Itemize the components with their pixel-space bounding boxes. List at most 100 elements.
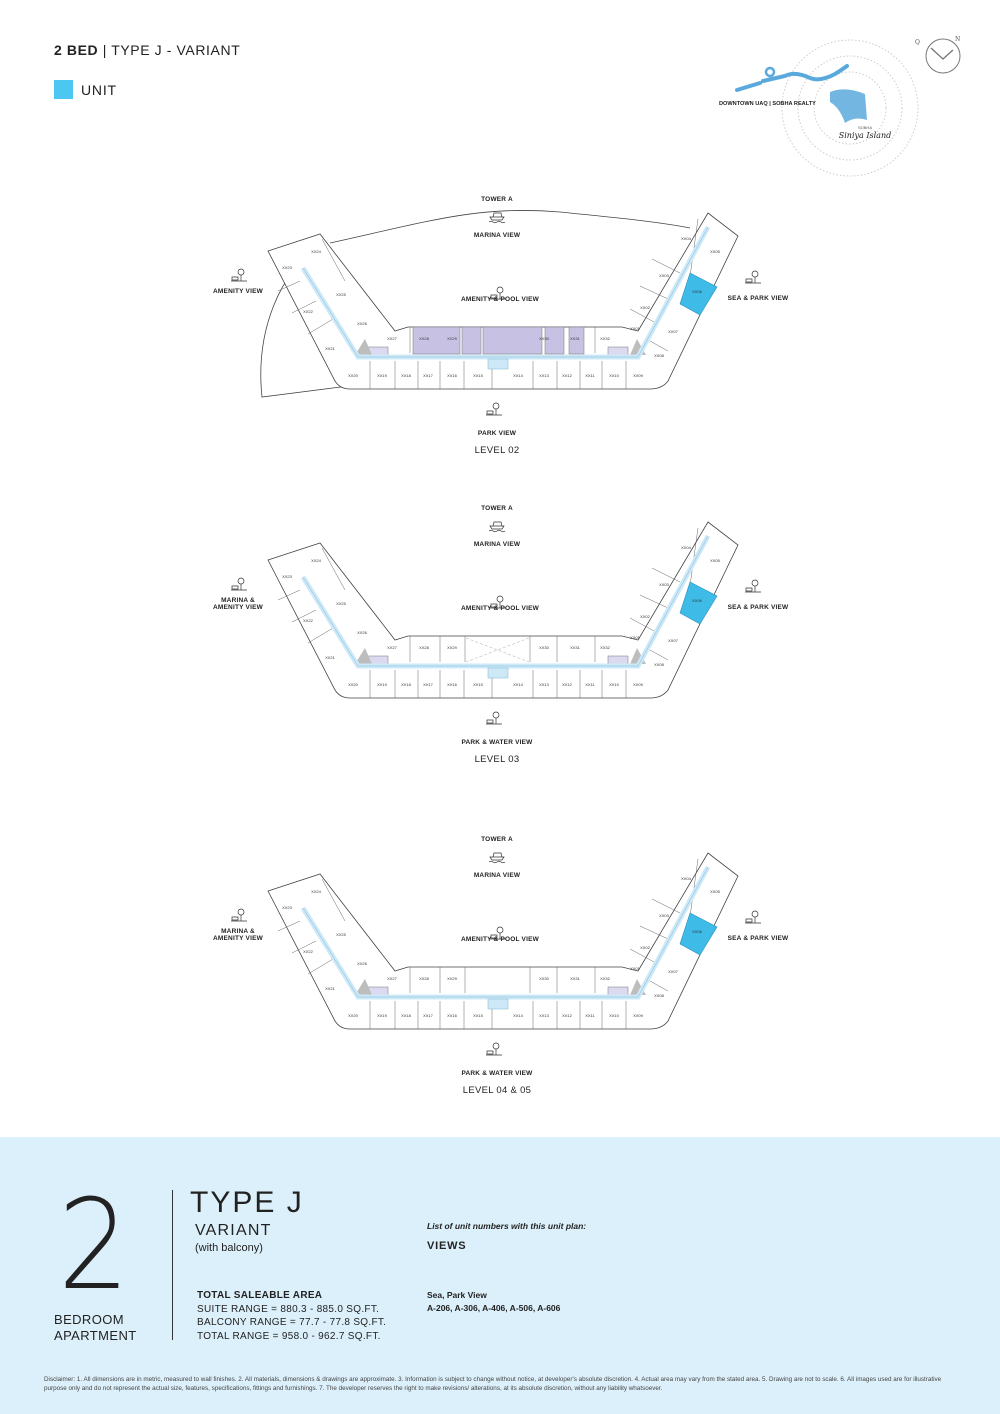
ship-icon bbox=[488, 852, 506, 864]
level-title: LEVEL 03 bbox=[474, 754, 520, 765]
svg-text:N: N bbox=[955, 36, 960, 43]
highlighted-unit bbox=[679, 272, 718, 316]
unit-label: XX26 bbox=[357, 321, 368, 326]
unit-label: XX27 bbox=[387, 645, 398, 650]
unit-label: XX31 bbox=[570, 976, 581, 981]
unit-label: XX07 bbox=[668, 969, 679, 974]
void-area bbox=[465, 637, 530, 663]
unit-label: XX13 bbox=[539, 373, 550, 378]
highlighted-unit bbox=[679, 912, 718, 956]
building-outline bbox=[267, 852, 739, 1030]
unit-label: XX06 bbox=[692, 929, 703, 934]
unit-label: XX24 bbox=[311, 558, 322, 563]
unit-label: XX08 bbox=[654, 353, 665, 358]
unit-label: XX32 bbox=[600, 336, 611, 341]
unit-label: XX12 bbox=[562, 373, 573, 378]
unit-label: XX18 bbox=[401, 373, 412, 378]
bedroom-count: 2 bbox=[58, 1173, 130, 1318]
tree-icon bbox=[486, 402, 502, 416]
top-view-label: MARINA VIEW bbox=[473, 232, 521, 239]
tree-icon bbox=[745, 579, 761, 593]
tree-icon bbox=[490, 926, 506, 940]
unit-label: XX18 bbox=[401, 682, 412, 687]
unit-label: XX03 bbox=[659, 913, 670, 918]
unit-label: XX14 bbox=[513, 373, 524, 378]
unit-label: XX16 bbox=[447, 682, 458, 687]
unit-label: XX05 bbox=[710, 889, 721, 894]
unit-label: XX28 bbox=[419, 645, 430, 650]
tree-icon bbox=[231, 268, 247, 282]
unit-label: XX21 bbox=[325, 655, 336, 660]
building-outline bbox=[267, 521, 739, 699]
tree-icon bbox=[486, 1042, 502, 1056]
unit-label: XX03 bbox=[659, 582, 670, 587]
bottom-view-label: PARK VIEW bbox=[477, 430, 517, 437]
tree-icon bbox=[490, 286, 506, 300]
info-panel bbox=[0, 1137, 1000, 1414]
unit-label: XX13 bbox=[539, 682, 550, 687]
unit-label: XX19 bbox=[377, 373, 388, 378]
unit-dividers bbox=[277, 218, 699, 389]
center-view-label: AMENITY & POOL VIEW bbox=[461, 296, 539, 303]
brand-small-text: SOBHA bbox=[858, 125, 872, 130]
unit-label: XX10 bbox=[609, 373, 620, 378]
island-logo-icon bbox=[830, 89, 867, 123]
legend: UNIT bbox=[54, 80, 117, 99]
bottom-view-label: PARK & WATER VIEW bbox=[461, 1070, 533, 1077]
unit-label: XX17 bbox=[423, 682, 434, 687]
unit-label: XX27 bbox=[387, 336, 398, 341]
highlighted-unit bbox=[679, 581, 718, 625]
unit-list-heading: List of unit numbers with this unit plan… bbox=[427, 1221, 587, 1231]
unit-label: XX25 bbox=[336, 292, 347, 297]
right-view-label: SEA & PARK VIEW bbox=[727, 604, 789, 611]
tree-icon bbox=[490, 595, 506, 609]
unit-label: XX19 bbox=[377, 682, 388, 687]
lobby bbox=[487, 358, 509, 370]
unit-label: XX07 bbox=[668, 329, 679, 334]
unit-label: XX11 bbox=[585, 373, 595, 378]
unit-label: XX21 bbox=[325, 346, 336, 351]
unit-label: XX13 bbox=[539, 1013, 550, 1018]
unit-label: XX12 bbox=[562, 682, 573, 687]
unit-label: XX19 bbox=[377, 1013, 388, 1018]
tower-label: TOWER A bbox=[481, 836, 513, 843]
variant-heading: VARIANT bbox=[195, 1222, 272, 1239]
unit-label: XX01 bbox=[630, 966, 641, 971]
tree-icon bbox=[231, 577, 247, 591]
unit-label: XX32 bbox=[600, 976, 611, 981]
area-block: TOTAL SALEABLE AREA SUITE RANGE = 880.3 … bbox=[197, 1290, 387, 1342]
unit-label: XX18 bbox=[401, 1013, 412, 1018]
unit-label: XX23 bbox=[282, 905, 293, 910]
tree-icon bbox=[486, 711, 502, 725]
unit-label: XX04 bbox=[681, 236, 692, 241]
corridor-edge bbox=[302, 535, 709, 667]
unit-label: XX11 bbox=[585, 1013, 595, 1018]
amenity-block bbox=[568, 326, 585, 355]
lobby bbox=[487, 998, 509, 1010]
unit-label: XX29 bbox=[447, 336, 458, 341]
unit-label: XX05 bbox=[710, 558, 721, 563]
views-heading: VIEWS bbox=[427, 1240, 467, 1252]
lobby bbox=[487, 667, 509, 679]
unit-label: XX14 bbox=[513, 682, 524, 687]
center-view-label: AMENITY & POOL VIEW bbox=[461, 605, 539, 612]
level-title: LEVEL 02 bbox=[474, 445, 520, 456]
corridor-edge bbox=[302, 866, 709, 998]
unit-label: XX16 bbox=[447, 373, 458, 378]
unit-label: XX20 bbox=[348, 1013, 359, 1018]
amenity-block bbox=[544, 326, 565, 355]
logo: DOWNTOWN UAQ | SOBHA REALTY SOBHA Siniya… bbox=[719, 36, 961, 177]
unit-label: XX28 bbox=[419, 336, 430, 341]
divider bbox=[172, 1190, 173, 1340]
unit-label: XX02 bbox=[640, 305, 651, 310]
unit-label: XX30 bbox=[539, 976, 550, 981]
center-view-label: AMENITY & POOL VIEW bbox=[461, 936, 539, 943]
top-view-label: MARINA VIEW bbox=[473, 541, 521, 548]
left-view-label: AMENITY VIEW bbox=[213, 288, 263, 295]
right-view-label: SEA & PARK VIEW bbox=[727, 935, 789, 942]
unit-label: XX22 bbox=[303, 949, 314, 954]
